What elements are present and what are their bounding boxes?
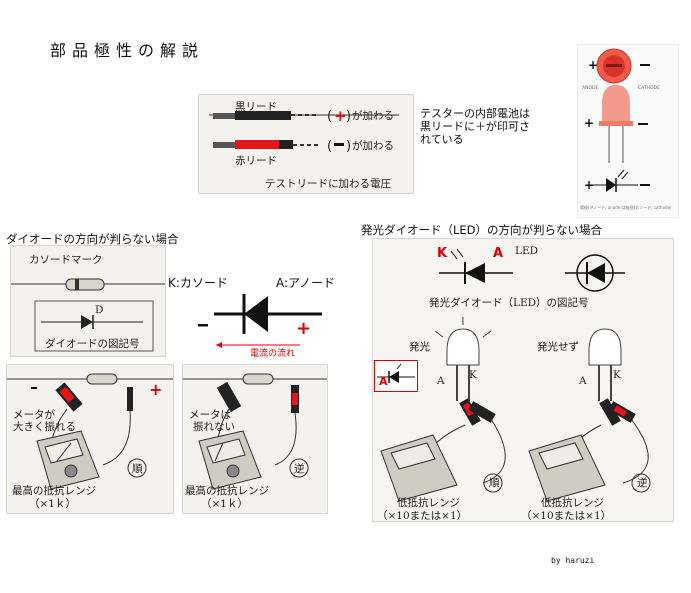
svg-text:(: ( xyxy=(327,109,332,124)
unlit-a-lead: A xyxy=(579,375,587,387)
diode-forward-drawing: + xyxy=(7,373,173,490)
anode-a-label: A:アノード xyxy=(276,276,335,290)
range-caption-rev-line1: 最高の抵抗レンジ xyxy=(185,485,269,497)
led-range-rev-line2: （×10または×1） xyxy=(521,510,612,522)
diode-d-label: D xyxy=(95,304,104,316)
meter-no-swing-line1: メータは xyxy=(189,409,231,421)
red-lead-label: 赤リード xyxy=(235,155,277,167)
svg-text:+: + xyxy=(588,58,598,72)
led-forward-badge: 順 xyxy=(489,477,500,489)
forward-badge: 順 xyxy=(132,463,143,475)
anode-label: ANODE xyxy=(582,86,599,91)
svg-text:+: + xyxy=(149,380,162,399)
svg-text:): ) xyxy=(346,109,351,124)
meter-swings-line1: メータが xyxy=(13,409,55,421)
range-caption-line2: （×1ｋ） xyxy=(29,498,76,510)
led-a-label: A xyxy=(493,246,504,261)
unlit-k-lead: K xyxy=(613,369,621,381)
svg-text:+: + xyxy=(584,178,594,192)
led-reverse-badge: 逆 xyxy=(637,477,648,489)
range-caption-rev-line2: （×1ｋ） xyxy=(201,498,248,510)
led-not-lit-label: 発光せず xyxy=(537,341,579,353)
tester-leads-figure: 黒リード ( + ) ( ) が加わる が加わる 赤リード テストリードに加わる… xyxy=(198,94,414,194)
svg-text:+: + xyxy=(296,318,311,339)
reverse-badge: 逆 xyxy=(294,463,305,475)
diode-reverse-figure: メータは 振れない 逆 最高の抵抗レンジ （×1ｋ） xyxy=(182,364,328,514)
meter-no-swing-line2: 振れない xyxy=(193,421,235,433)
led-photo-caption: 陽極(アノード, anode)は陰極(カソード, cathode) xyxy=(580,205,672,210)
svg-text:+: + xyxy=(584,116,594,130)
author-credit: by haruzi xyxy=(551,556,595,565)
lit-a-lead: A xyxy=(437,375,445,387)
led-tag: LED xyxy=(515,245,539,257)
led-test-figure: K A LED 発光ダイオード（LED）の図記号 発光 発光せず A K A K… xyxy=(372,238,674,522)
range-caption-line1: 最高の抵抗レンジ xyxy=(12,485,96,497)
minus-applied-label: が加わる xyxy=(352,140,394,152)
black-lead-label: 黒リード xyxy=(235,101,277,113)
led-lit-label: 発光 xyxy=(409,341,430,353)
led-photo-drawing: + + + xyxy=(584,48,650,192)
led-k-label: K xyxy=(437,246,448,261)
meter-swings-line2: 大きく振れる xyxy=(13,421,76,433)
cathode-k-label: K:カソード xyxy=(168,276,228,290)
lit-k-lead: K xyxy=(469,369,477,381)
diode-symbol-caption: ダイオードの図記号 xyxy=(45,338,140,350)
led-section-heading: 発光ダイオード（LED）の方向が判らない場合 xyxy=(361,223,603,237)
led-inset-symbol xyxy=(377,363,415,383)
diode-body-drawing xyxy=(11,278,165,352)
tester-leads-caption: テストリードに加わる電圧 xyxy=(265,178,391,190)
led-symbol-caption: 発光ダイオード（LED）の図記号 xyxy=(429,297,589,309)
plus-applied-label: が加わる xyxy=(352,110,394,122)
current-flow-label: 電流の流れ xyxy=(250,349,296,359)
diode-section-heading: ダイオードの方向が判らない場合 xyxy=(6,232,179,246)
cathode-label: CATHODE xyxy=(638,86,660,91)
led-inset-box: A xyxy=(374,360,418,392)
led-range-rev-line1: 低抵抗レンジ xyxy=(541,497,604,509)
led-range-line1: 低抵抗レンジ xyxy=(397,497,460,509)
page-title: 部品極性の解説 xyxy=(50,41,205,60)
led-range-line2: （×10または×1） xyxy=(377,510,468,522)
led-test-drawing xyxy=(380,248,651,502)
svg-text:): ) xyxy=(346,139,351,154)
battery-note: テスターの内部電池は 黒リードに＋が印可さ れている xyxy=(420,107,530,146)
diode-forward-figure: + メータが 大きく振れる 順 最高の抵抗レンジ （×1ｋ） xyxy=(6,364,174,514)
led-inset-a-label: A xyxy=(379,375,388,388)
svg-text:(: ( xyxy=(327,139,332,154)
led-photo-panel: + + + ANODE CATHODE 陽極(アノード, anode)は陰極(カ… xyxy=(577,44,679,218)
diode-symbol-figure: カソードマーク D ダイオードの図記号 xyxy=(10,245,166,357)
tester-leads-drawing: ( + ) ( ) xyxy=(209,107,399,154)
svg-text:+: + xyxy=(334,107,347,125)
diode-reverse-drawing xyxy=(183,373,327,490)
cathode-mark-label: カソードマーク xyxy=(29,254,103,266)
